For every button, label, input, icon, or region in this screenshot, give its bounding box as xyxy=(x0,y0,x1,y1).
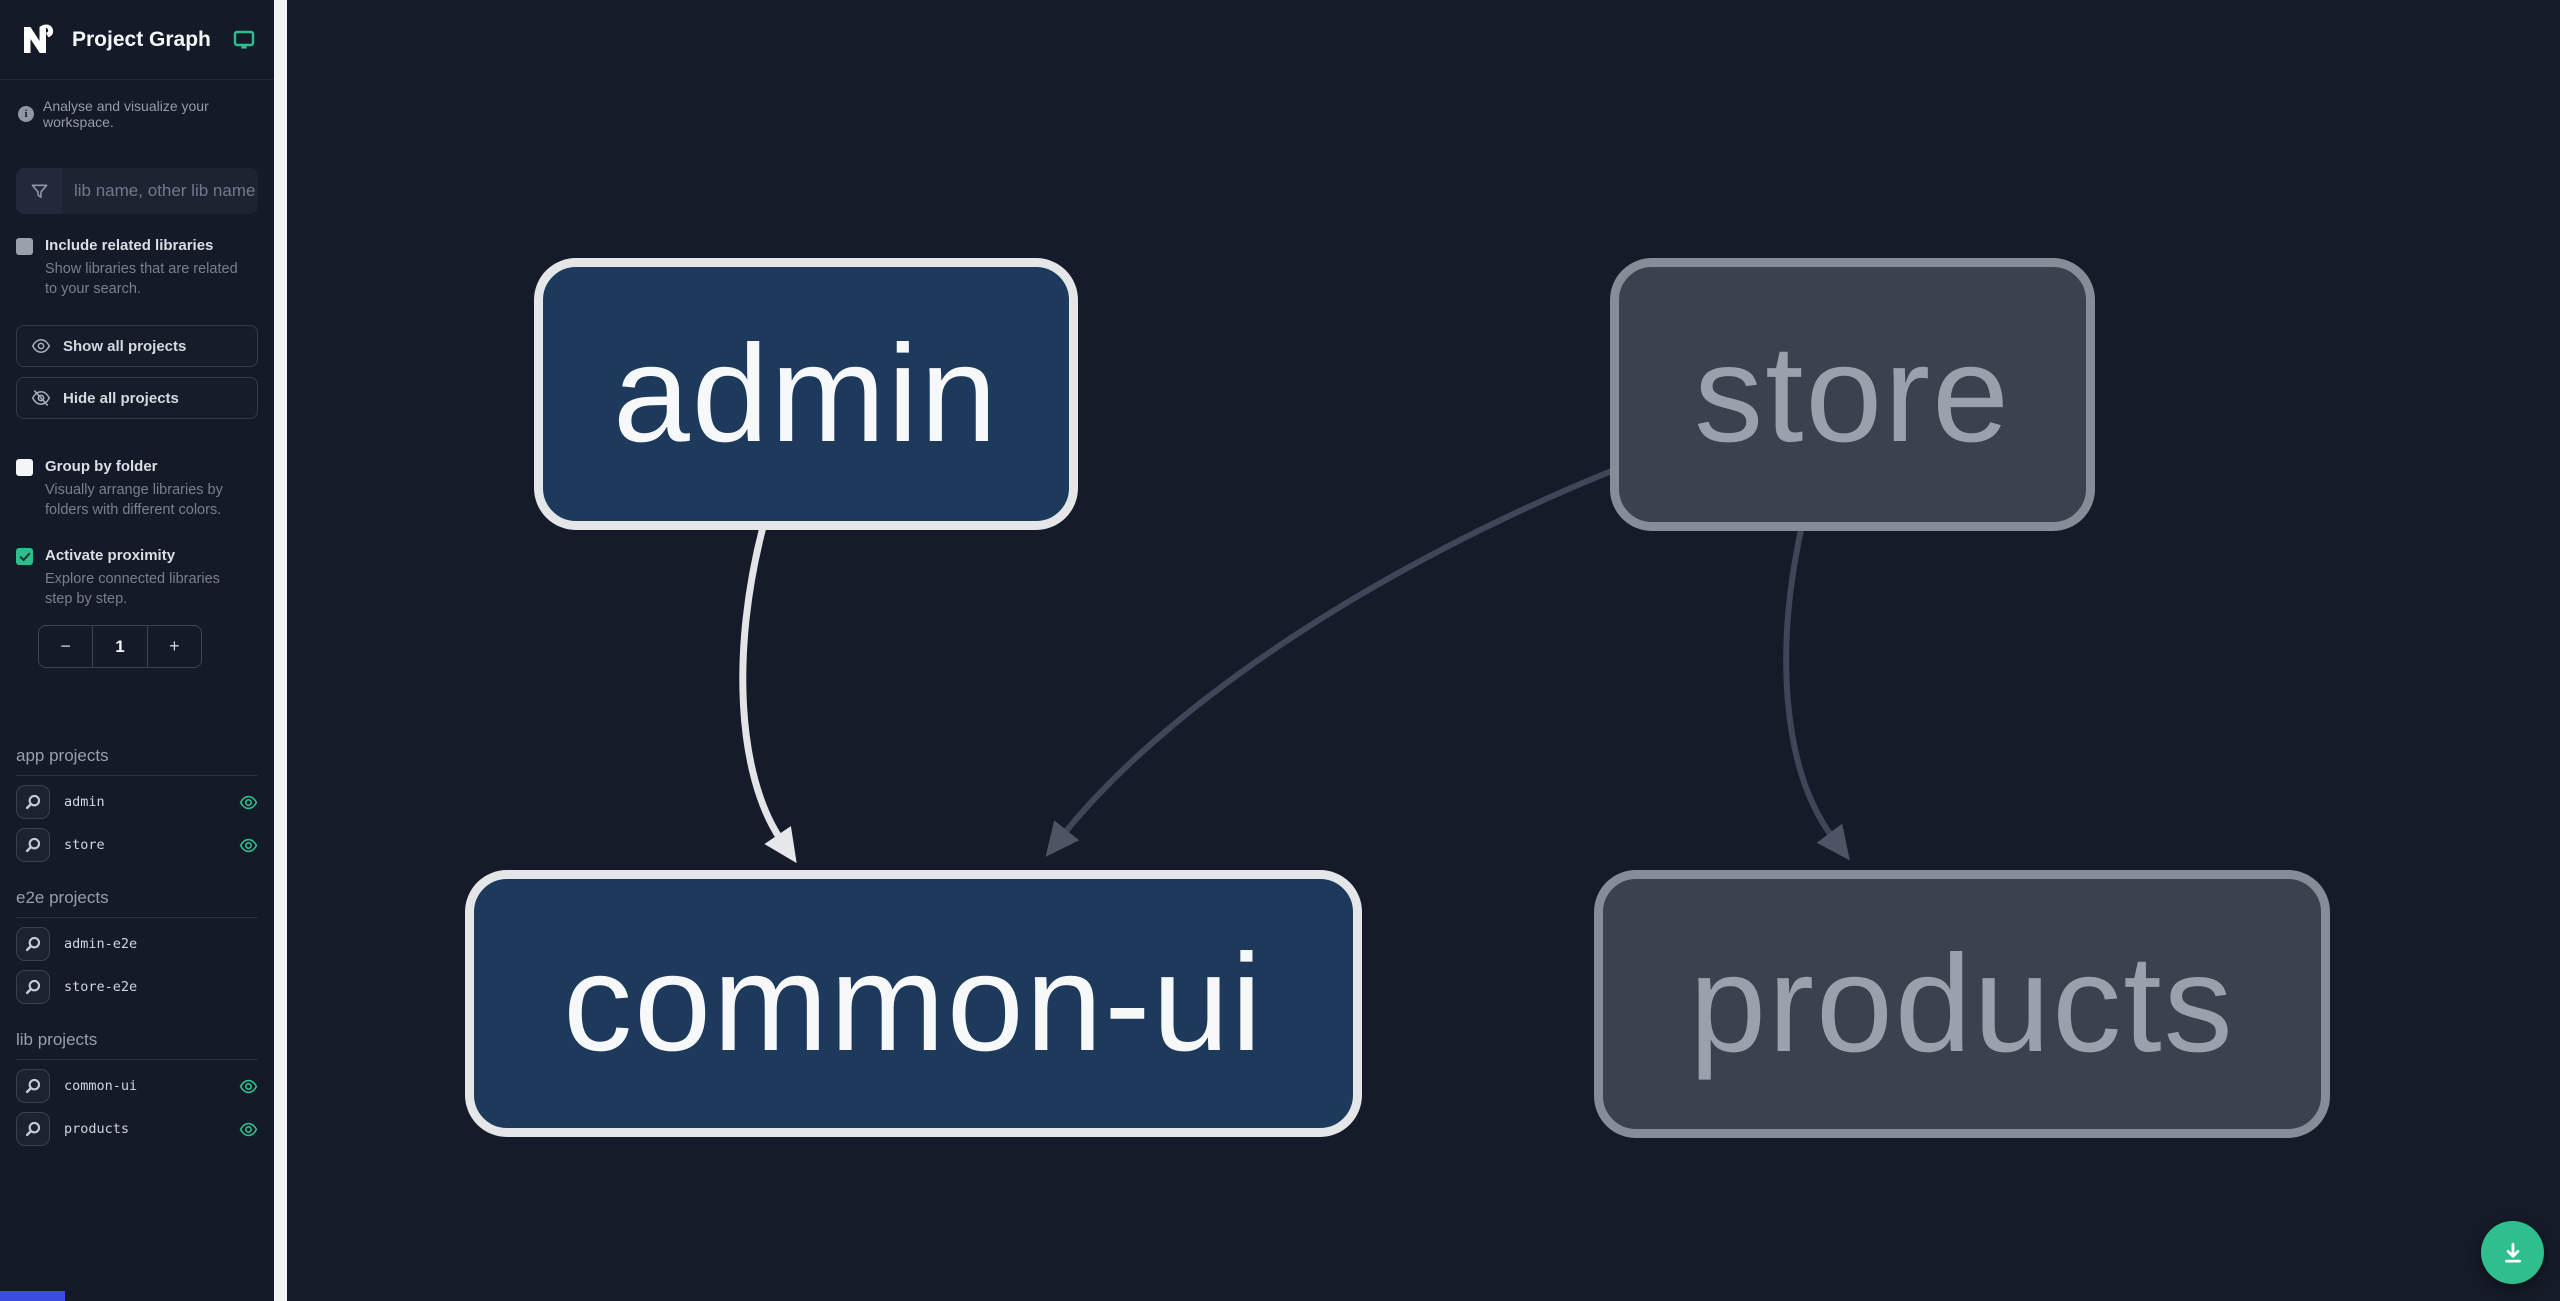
nx-logo-icon xyxy=(24,24,54,53)
graph-node-admin[interactable]: admin xyxy=(534,258,1078,530)
graph-node-store[interactable]: store xyxy=(1610,258,2095,531)
project-row-admin-e2e: admin-e2e xyxy=(16,927,258,962)
focus-project-button[interactable] xyxy=(16,927,50,962)
sidebar-header: Project Graph xyxy=(0,0,274,80)
info-icon: i xyxy=(18,106,34,122)
focus-project-icon xyxy=(25,980,41,995)
project-row-admin: admin xyxy=(16,785,258,820)
edge-store-to-products[interactable] xyxy=(1783,529,1850,861)
node-label: products xyxy=(1689,926,2235,1081)
focus-project-button[interactable] xyxy=(16,970,50,1005)
toggle-visibility-eye-icon[interactable] xyxy=(238,835,258,855)
checkmark-icon xyxy=(19,552,30,562)
section-title: app projects xyxy=(16,746,258,777)
include-related-checkbox-row: Include related libraries Show libraries… xyxy=(0,236,274,299)
increment-button[interactable]: + xyxy=(146,626,201,668)
node-label: admin xyxy=(613,316,999,471)
project-name[interactable]: store-e2e xyxy=(64,979,138,996)
download-graph-button[interactable] xyxy=(2481,1221,2544,1284)
checkbox-description: Show libraries that are related to your … xyxy=(45,260,238,297)
toggle-visibility-eye-icon[interactable] xyxy=(238,1076,258,1096)
monitor-icon[interactable] xyxy=(232,28,256,52)
project-name[interactable]: admin-e2e xyxy=(64,936,138,953)
project-name[interactable]: store xyxy=(64,837,105,854)
hide-all-projects-label: Hide all projects xyxy=(63,389,179,407)
focus-project-icon xyxy=(25,937,41,952)
toggle-visibility-eye-icon[interactable] xyxy=(238,792,258,812)
app-title: Project Graph xyxy=(72,27,211,51)
node-label: common-ui xyxy=(563,926,1264,1080)
download-icon xyxy=(2504,1242,2521,1263)
proximity-depth-stepper: − 1 + xyxy=(38,625,202,669)
toggle-visibility-eye-icon[interactable] xyxy=(238,1119,258,1139)
sidebar-scrollbar-thumb[interactable] xyxy=(0,1291,65,1301)
project-row-store-e2e: store-e2e xyxy=(16,970,258,1005)
section-title: e2e projects xyxy=(16,888,258,919)
checkbox-description: Explore connected libraries step by step… xyxy=(45,570,220,607)
project-row-common-ui: common-ui xyxy=(16,1069,258,1104)
project-name[interactable]: admin xyxy=(64,794,105,811)
filter-icon xyxy=(16,168,62,214)
checkbox-label: Group by folder xyxy=(45,458,158,476)
search-input[interactable] xyxy=(62,168,258,214)
eye-icon xyxy=(31,339,51,354)
depth-value: 1 xyxy=(92,626,146,668)
group-by-folder-checkbox[interactable] xyxy=(16,459,33,477)
show-all-projects-button[interactable]: Show all projects xyxy=(16,325,258,368)
show-all-projects-label: Show all projects xyxy=(63,337,187,355)
graph-node-products[interactable]: products xyxy=(1594,870,2330,1138)
focus-project-icon xyxy=(25,838,41,853)
focus-project-icon xyxy=(25,1079,41,1094)
focus-project-icon xyxy=(25,795,41,810)
app-projects-section: app projects admin xyxy=(16,720,258,863)
group-by-folder-checkbox-row: Group by folder Visually arrange librari… xyxy=(0,457,274,520)
dependency-edges-layer xyxy=(739,465,1850,864)
search-box xyxy=(16,168,258,214)
activate-proximity-checkbox-row: Activate proximity Explore connected lib… xyxy=(0,546,274,609)
sidebar: Project Graph i Analyse and visualize yo… xyxy=(0,0,274,1301)
e2e-projects-section: e2e projects admin-e2e store- xyxy=(16,862,258,1005)
sidebar-resize-divider[interactable] xyxy=(274,0,287,1301)
checkbox-label: Activate proximity xyxy=(45,547,176,565)
focus-project-button[interactable] xyxy=(16,1069,50,1104)
project-graph-canvas[interactable]: admin store common-ui products xyxy=(287,0,2560,1301)
focus-project-button[interactable] xyxy=(16,1112,50,1147)
focus-project-icon xyxy=(25,1122,41,1137)
graph-node-common-ui[interactable]: common-ui xyxy=(465,870,1362,1137)
activate-proximity-checkbox[interactable] xyxy=(16,548,33,566)
project-row-products: products xyxy=(16,1112,258,1147)
focus-project-button[interactable] xyxy=(16,785,50,820)
eye-off-icon xyxy=(31,390,51,407)
tagline-row: i Analyse and visualize your workspace. xyxy=(0,80,274,134)
edge-admin-to-common-ui[interactable] xyxy=(739,526,797,864)
tagline-text: Analyse and visualize your workspace. xyxy=(43,98,209,130)
include-related-checkbox[interactable] xyxy=(16,238,33,255)
project-name[interactable]: common-ui xyxy=(64,1078,138,1095)
edge-store-to-common-ui[interactable] xyxy=(1045,465,1621,857)
hide-all-projects-button[interactable]: Hide all projects xyxy=(16,377,258,420)
project-name[interactable]: products xyxy=(64,1121,130,1138)
lib-projects-section: lib projects common-ui xyxy=(16,1004,258,1147)
checkbox-label: Include related libraries xyxy=(45,237,214,254)
project-row-store: store xyxy=(16,828,258,863)
decrement-button[interactable]: − xyxy=(60,636,71,657)
focus-project-button[interactable] xyxy=(16,828,50,863)
node-label: store xyxy=(1694,317,2011,471)
checkbox-description: Visually arrange libraries by folders wi… xyxy=(45,481,223,518)
section-title: lib projects xyxy=(16,1030,258,1061)
